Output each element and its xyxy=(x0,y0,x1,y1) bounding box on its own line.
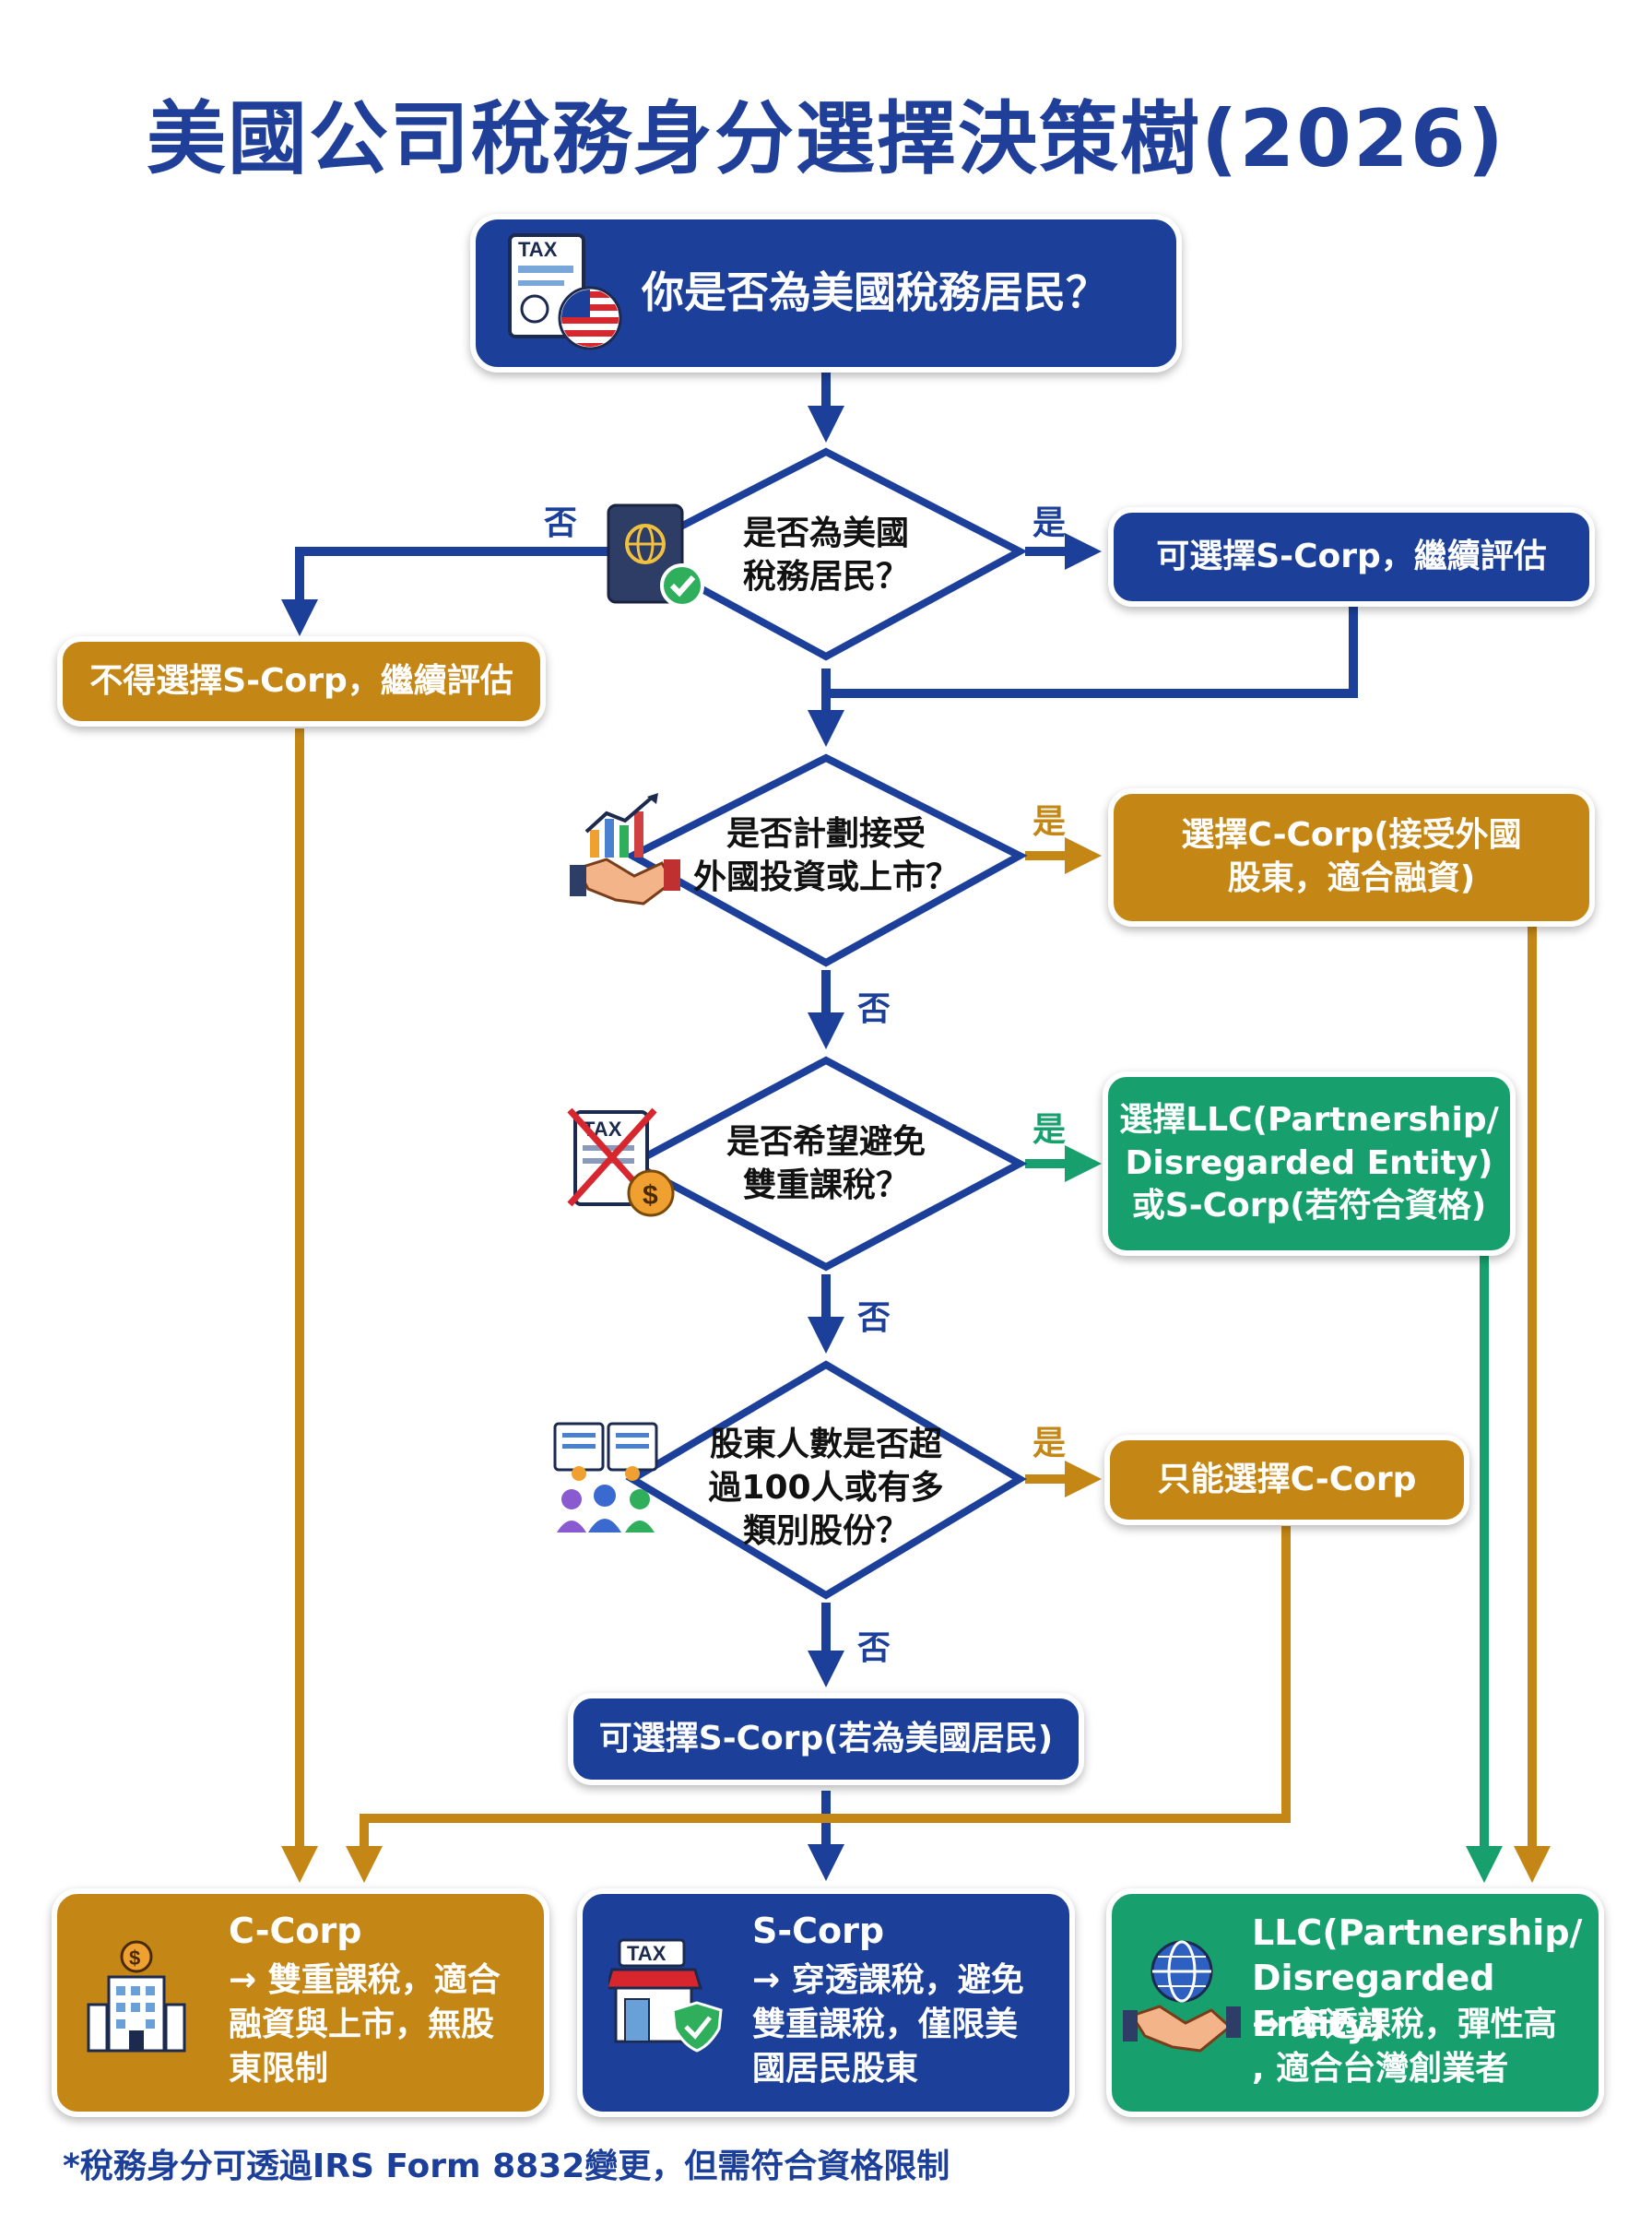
scorp-option-box: 可選擇S-Corp(若為美國居民) xyxy=(568,1693,1084,1785)
svg-text:TAX: TAX xyxy=(627,1942,667,1965)
svg-text:$: $ xyxy=(129,1947,140,1970)
q4-no-label: 否 xyxy=(857,1629,891,1667)
q1-yes-label: 是 xyxy=(1032,504,1067,542)
q4-yes-label: 是 xyxy=(1032,1425,1067,1462)
q1-no-label: 否 xyxy=(544,504,578,542)
final-ccorp-desc: → 雙重課稅，適合 融資與上市，無股 東限制 xyxy=(229,1961,501,2088)
q4-yes-box: 只能選擇C-Corp xyxy=(1104,1435,1469,1525)
diamond-q3 xyxy=(624,1056,1028,1272)
diamond-q1 xyxy=(624,447,1028,661)
diamond-q2 xyxy=(624,753,1028,967)
q3-yes-box-label: 選擇LLC(Partnership/ Disregarded Entity) 或… xyxy=(1119,1100,1499,1225)
q2-yes-box: 選擇C-Corp(接受外國 股東，適合融資) xyxy=(1108,788,1595,927)
final-scorp-title: S-Corp xyxy=(752,1911,885,1951)
bank-building-icon: $ xyxy=(85,1940,186,2064)
q4-text: 股東人數是否超 過100人或有多 類別股份？ xyxy=(708,1426,944,1550)
shareholders-icon xyxy=(551,1416,671,1544)
q2-yes-box-label: 選擇C-Corp(接受外國 股東，適合融資) xyxy=(1181,816,1522,897)
arrow-q1-no xyxy=(281,547,608,636)
q3-no-label: 否 xyxy=(857,1299,891,1337)
q2-no-label: 否 xyxy=(857,990,891,1028)
final-ccorp-title: C-Corp xyxy=(229,1911,362,1951)
no-tax-dollar-icon: TAX $ xyxy=(566,1105,686,1228)
arrow-only-ccorp xyxy=(346,1526,1291,1883)
q1-yes-box-label: 可選擇S-Corp，繼續評估 xyxy=(1156,537,1547,575)
start-label: 你是否為美國稅務居民？ xyxy=(642,267,1108,318)
final-llc-desc: → 穿透課稅，彈性高 , 適合台灣創業者 xyxy=(1252,2006,1557,2088)
q1-no-box: 不得選擇S-Corp，繼續評估 xyxy=(57,636,546,727)
q4-yes-box-label: 只能選擇C-Corp xyxy=(1157,1460,1417,1498)
scorp-option-label: 可選擇S-Corp(若為美國居民) xyxy=(598,1719,1054,1757)
q3-yes-box: 選擇LLC(Partnership/ Disregarded Entity) 或… xyxy=(1103,1071,1516,1256)
tax-form-flag-icon: TAX xyxy=(505,231,634,354)
globe-handshake-icon xyxy=(1123,1936,1243,2060)
diamond-q4 xyxy=(625,1360,1027,1600)
q1-no-box-label: 不得選擇S-Corp，繼續評估 xyxy=(89,661,513,700)
svg-text:$: $ xyxy=(643,1180,658,1211)
q3-yes-label: 是 xyxy=(1032,1111,1067,1149)
q2-yes-label: 是 xyxy=(1032,803,1067,841)
page-title: 美國公司稅務身分選擇決策樹(2026) xyxy=(147,93,1505,185)
final-llc-title: LLC(Partnership/ Disregarded Entity) xyxy=(1252,1912,1583,2044)
final-llc-box: LLC(Partnership/ Disregarded Entity) → 穿… xyxy=(1106,1888,1604,2117)
tax-store-shield-icon: TAX xyxy=(604,1936,728,2060)
passport-check-icon xyxy=(601,498,712,621)
q1-yes-box: 可選擇S-Corp，繼續評估 xyxy=(1108,507,1595,607)
line-yes-merge xyxy=(826,599,1358,698)
final-ccorp-box: C-Corp → 雙重課稅，適合 融資與上市，無股 東限制 xyxy=(52,1888,549,2117)
final-scorp-box: S-Corp → 穿透課稅，避免 雙重課稅，僅限美 國居民股東 xyxy=(577,1888,1075,2117)
svg-text:TAX: TAX xyxy=(518,238,558,261)
handshake-chart-icon xyxy=(570,793,680,917)
footnote: *稅務身分可透過IRS Form 8832變更，但需符合資格限制 xyxy=(63,2148,950,2185)
q1-text: 是否為美國 稅務居民？ xyxy=(742,515,909,596)
final-scorp-desc: → 穿透課稅，避免 雙重課稅，僅限美 國居民股東 xyxy=(752,1961,1024,2088)
q2-text: 是否計劃接受 外國投資或上市？ xyxy=(692,815,959,896)
q3-text: 是否希望避免 雙重課稅？ xyxy=(726,1123,926,1204)
